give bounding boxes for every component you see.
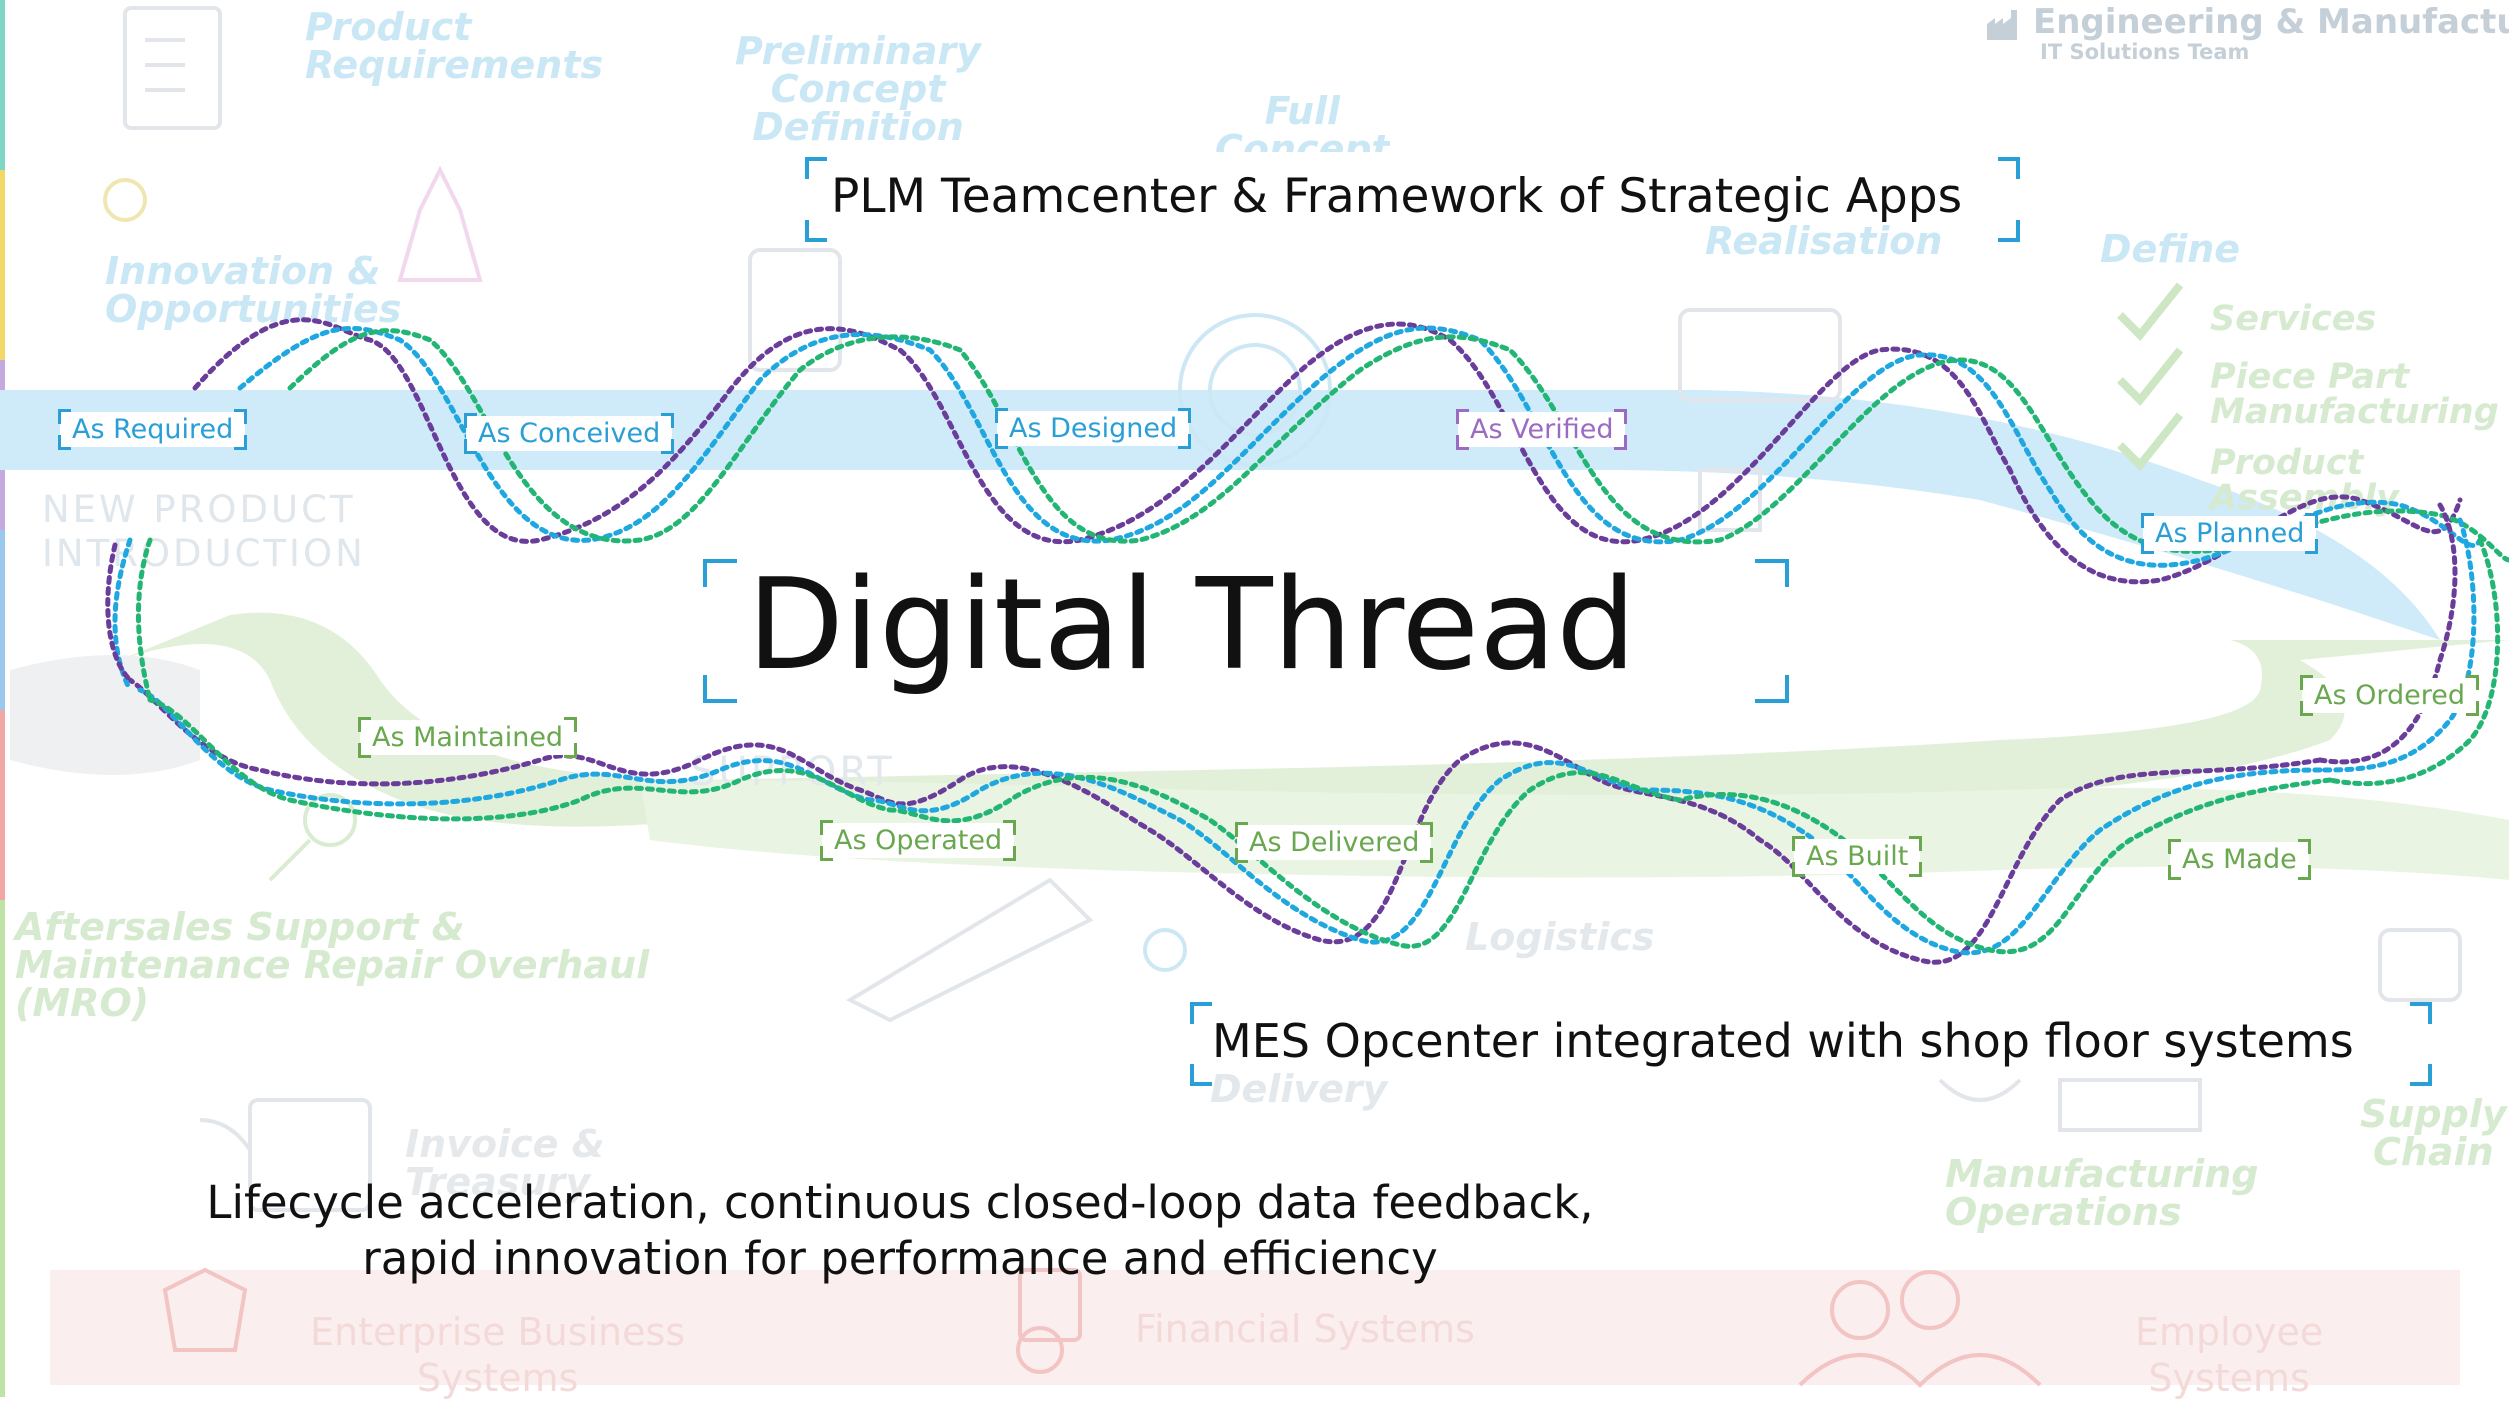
tagline-line1: Lifecycle acceleration, continuous close… [206, 1176, 1594, 1229]
green-band [120, 612, 2509, 827]
bg-innovation: Innovation & Opportunities [105, 249, 402, 331]
stage-as-maintained: As Maintained [357, 717, 578, 758]
bg-manufacturing-ops: Manufacturing Operations [1945, 1152, 2259, 1234]
stage-label: As Required [72, 414, 234, 445]
turnaround-strand [2317, 502, 2458, 765]
stage-label: As Made [2182, 844, 2297, 875]
bg-financial-systems: Financial Systems [1135, 1307, 1475, 1351]
bg-npi: NEW PRODUCT INTRODUCTION [42, 488, 366, 576]
stage-label: As Planned [2155, 518, 2305, 549]
stage-as-operated: As Operated [819, 820, 1017, 861]
factory-icon [1987, 10, 2017, 40]
bg-enterprise-systems: Enterprise Business Systems [310, 1310, 686, 1400]
bg-product-requirements: Product Requirements [305, 5, 604, 87]
page-title: Digital Thread [743, 552, 1641, 698]
upper-strand-blue [237, 325, 2483, 568]
stage-as-verified: As Verified [1455, 409, 1628, 450]
tagline: Lifecycle acceleration, continuous close… [0, 1175, 1800, 1288]
stage-label: As Verified [1470, 414, 1614, 445]
bg-preliminary-concept: Preliminary Concept Definition [735, 29, 982, 149]
bg-delivery: Delivery [1210, 1067, 1388, 1111]
bg-employee-systems: Employee Systems [2135, 1310, 2324, 1400]
team-logo: Engineering & Manufacturing IT Solutions… [1985, 2, 2509, 64]
stage-label: As Ordered [2314, 680, 2466, 711]
stage-as-delivered: As Delivered [1234, 822, 1434, 863]
upper-strand-purple [192, 317, 2463, 585]
lightbulb-icon [103, 178, 147, 222]
stage-label: As Operated [834, 825, 1003, 856]
stage-as-built: As Built [1791, 836, 1923, 877]
stage-as-required: As Required [57, 409, 248, 450]
stage-as-made: As Made [2168, 839, 2311, 880]
bg-supply-chain: Supply Chain [2360, 1092, 2507, 1174]
upper-strand-green [287, 328, 2509, 563]
tagline-line2: rapid innovation for performance and eff… [362, 1232, 1438, 1286]
bg-full-concept: Full Concept [1215, 92, 1390, 152]
stage-as-ordered: As Ordered [2299, 675, 2480, 716]
team-title: Engineering & Manufacturing [2033, 2, 2509, 42]
wrench-icon [303, 793, 357, 847]
bg-aftersales: Aftersales Support & Maintenance Repair … [15, 905, 650, 1025]
bottom-band [50, 1270, 2460, 1385]
bg-define: Define [2100, 227, 2241, 271]
bg-services: Services [2210, 299, 2377, 339]
engine-illustration [10, 655, 200, 775]
side-strip-yellow [0, 170, 5, 360]
side-strip-blue [0, 530, 5, 710]
stage-label: As Built [1806, 841, 1909, 872]
stage-as-planned: As Planned [2140, 513, 2319, 554]
stage-label: As Delivered [1249, 827, 1420, 858]
side-strip-red [0, 710, 5, 900]
side-strip-green [0, 900, 5, 1397]
mes-caption-box: MES Opcenter integrated with shop floor … [1190, 1002, 2432, 1086]
plm-caption-box: PLM Teamcenter & Framework of Strategic … [805, 157, 2020, 242]
stage-as-designed: As Designed [994, 408, 1192, 449]
lower-strand-green [147, 697, 2333, 955]
plm-caption: PLM Teamcenter & Framework of Strategic … [825, 169, 1969, 224]
title-box: Digital Thread [703, 552, 1789, 703]
stage-label: As Conceived [478, 418, 661, 449]
side-strip-teal [0, 0, 5, 170]
bg-product-assembly: Product Assembly [2210, 443, 2399, 518]
mes-caption: MES Opcenter integrated with shop floor … [1206, 1014, 2360, 1068]
bg-realisation: Realisation [1705, 219, 1943, 263]
team-subtitle: IT Solutions Team [2040, 40, 2250, 64]
bg-piece-part: Piece Part Manufacturing [2210, 357, 2499, 432]
clipboard-icon [123, 6, 222, 130]
lower-strand-blue [137, 687, 2323, 956]
stage-as-conceived: As Conceived [463, 413, 675, 454]
bg-invoice: Invoice & Treasury [405, 1122, 605, 1204]
stage-label: As Maintained [372, 722, 564, 753]
bg-logistics: Logistics [1465, 915, 1655, 959]
stage-label: As Designed [1009, 413, 1178, 444]
